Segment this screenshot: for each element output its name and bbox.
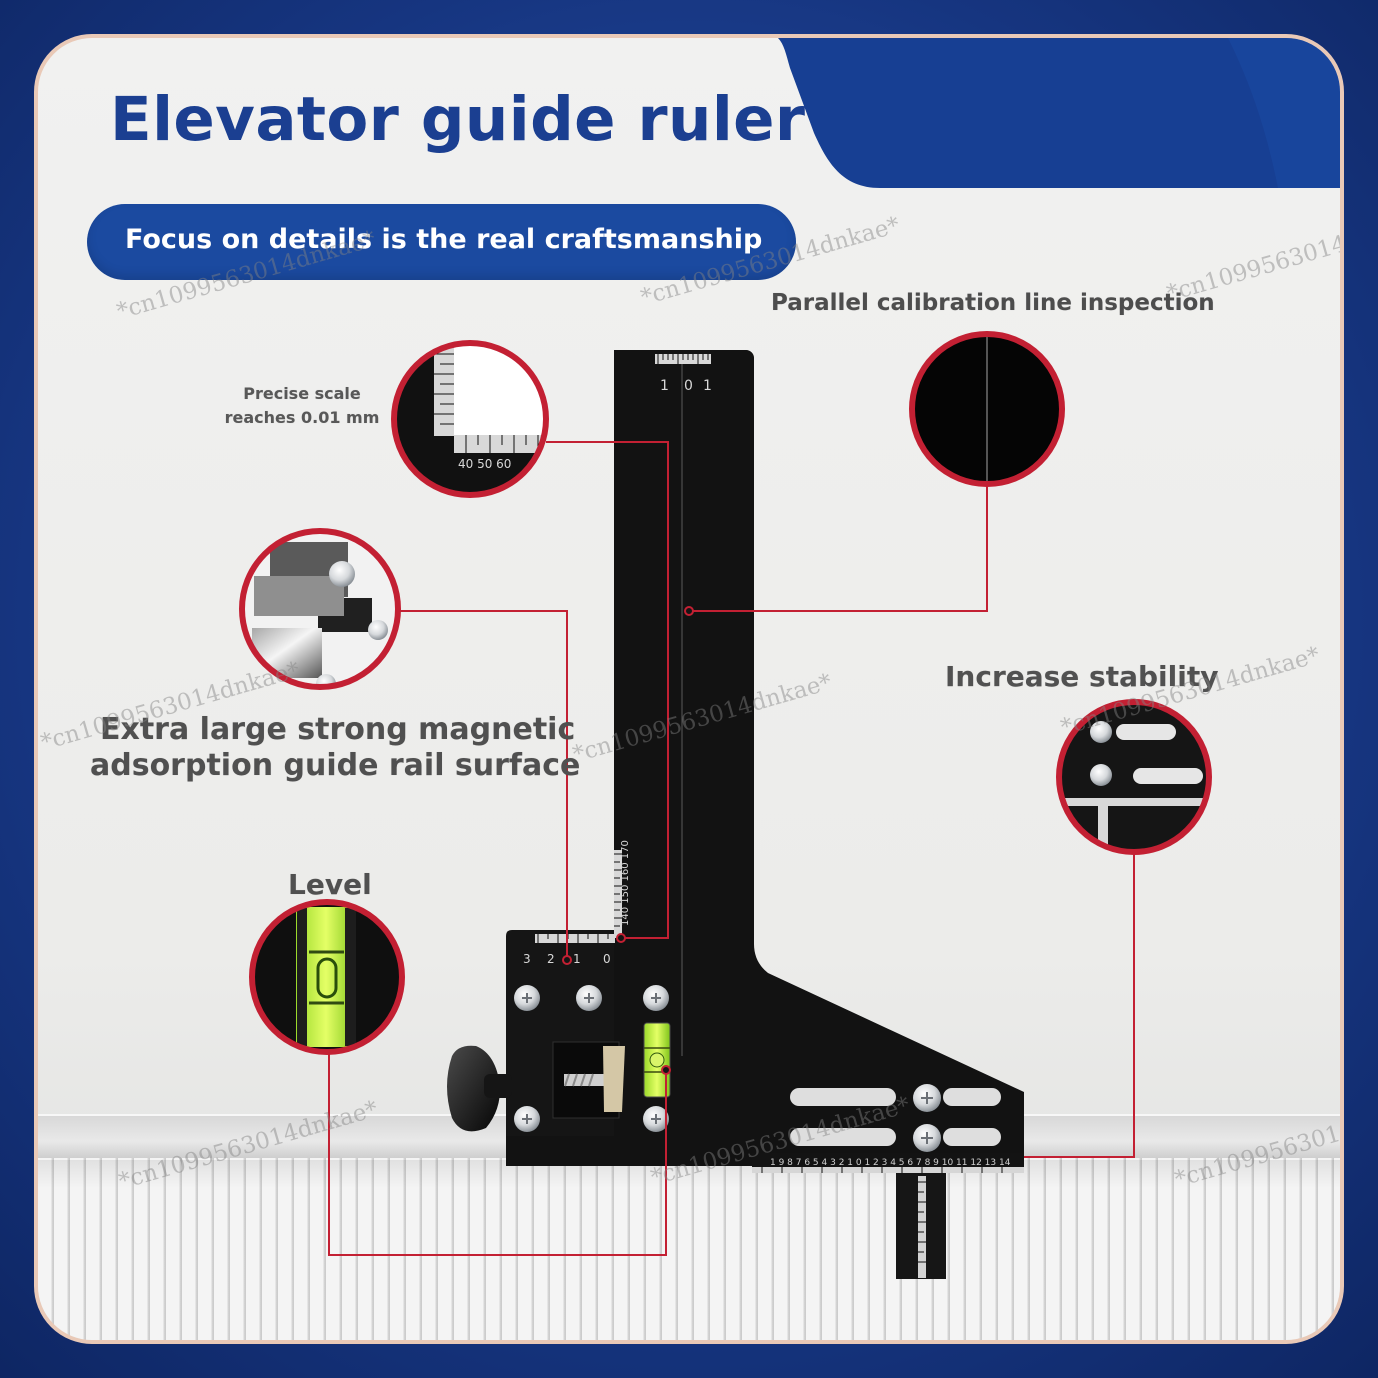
svg-text:2: 2 (547, 952, 555, 966)
precise-scale-label: Precise scale reaches 0.01 mm (212, 382, 392, 430)
parallel-calibration-label: Parallel calibration line inspection (771, 290, 1215, 316)
stability-detail (1056, 699, 1212, 855)
parallel-line-detail (909, 331, 1065, 487)
level-label: Level (288, 868, 372, 901)
subtitle-text: Focus on details is the real craftsmansh… (125, 224, 763, 255)
locking-knob (447, 1045, 512, 1132)
svg-text:40 50 60: 40 50 60 (458, 457, 511, 471)
svg-text:140 150 160 170: 140 150 160 170 (620, 840, 631, 926)
clamp-assembly (552, 1041, 625, 1119)
foot-plate (790, 1084, 1001, 1152)
foot-vertical-scale (896, 1173, 946, 1279)
ruler-illustration: 1 0 1 140 150 160 170 (239, 331, 1212, 1279)
ruler-upper-plate (614, 350, 754, 940)
svg-text:3: 3 (523, 952, 531, 966)
precise-scale-line1: Precise scale (243, 384, 361, 403)
blue-banner-shape (778, 38, 1340, 188)
subtitle-banner: Focus on details is the real craftsmansh… (87, 204, 796, 280)
precise-scale-line2: reaches 0.01 mm (224, 408, 380, 427)
magnetic-surface-line2: adsorption guide rail surface (90, 748, 581, 783)
lower-small-scale: 3 2 1 0 (523, 934, 615, 966)
magnetic-surface-label: Extra large strong magnetic adsorption g… (90, 712, 580, 784)
wooden-floor (38, 1158, 1340, 1340)
bottom-horizontal-scale: 1 9 8 7 6 5 4 3 2 1 0 1 2 3 4 5 6 7 8 9 … (752, 1153, 1024, 1173)
top-scale: 1 0 1 (655, 354, 712, 394)
svg-text:1: 1 (573, 952, 581, 966)
stability-label: Increase stability (945, 660, 1219, 693)
callout-lines (328, 441, 1135, 1256)
magnetic-surface-line1: Extra large strong magnetic (100, 712, 576, 747)
product-card: Elevator guide ruler Focus on details is… (34, 34, 1344, 1344)
svg-text:0: 0 (684, 378, 693, 394)
magnetic-surface-detail (239, 528, 401, 690)
page-title: Elevator guide ruler (110, 84, 806, 155)
precise-scale-detail: 40 50 60 (391, 340, 549, 498)
level-detail (249, 899, 405, 1055)
ruler-screws (514, 985, 669, 1132)
svg-text:1: 1 (703, 378, 712, 394)
vertical-scale: 140 150 160 170 (614, 840, 631, 938)
svg-text:1: 1 (660, 378, 669, 394)
svg-text:0: 0 (603, 952, 611, 966)
svg-text:1 9 8 7 6 5 4 3 2 1 0 1 2 3 4: 1 9 8 7 6 5 4 3 2 1 0 1 2 3 4 5 6 7 8 9 … (770, 1158, 1011, 1168)
